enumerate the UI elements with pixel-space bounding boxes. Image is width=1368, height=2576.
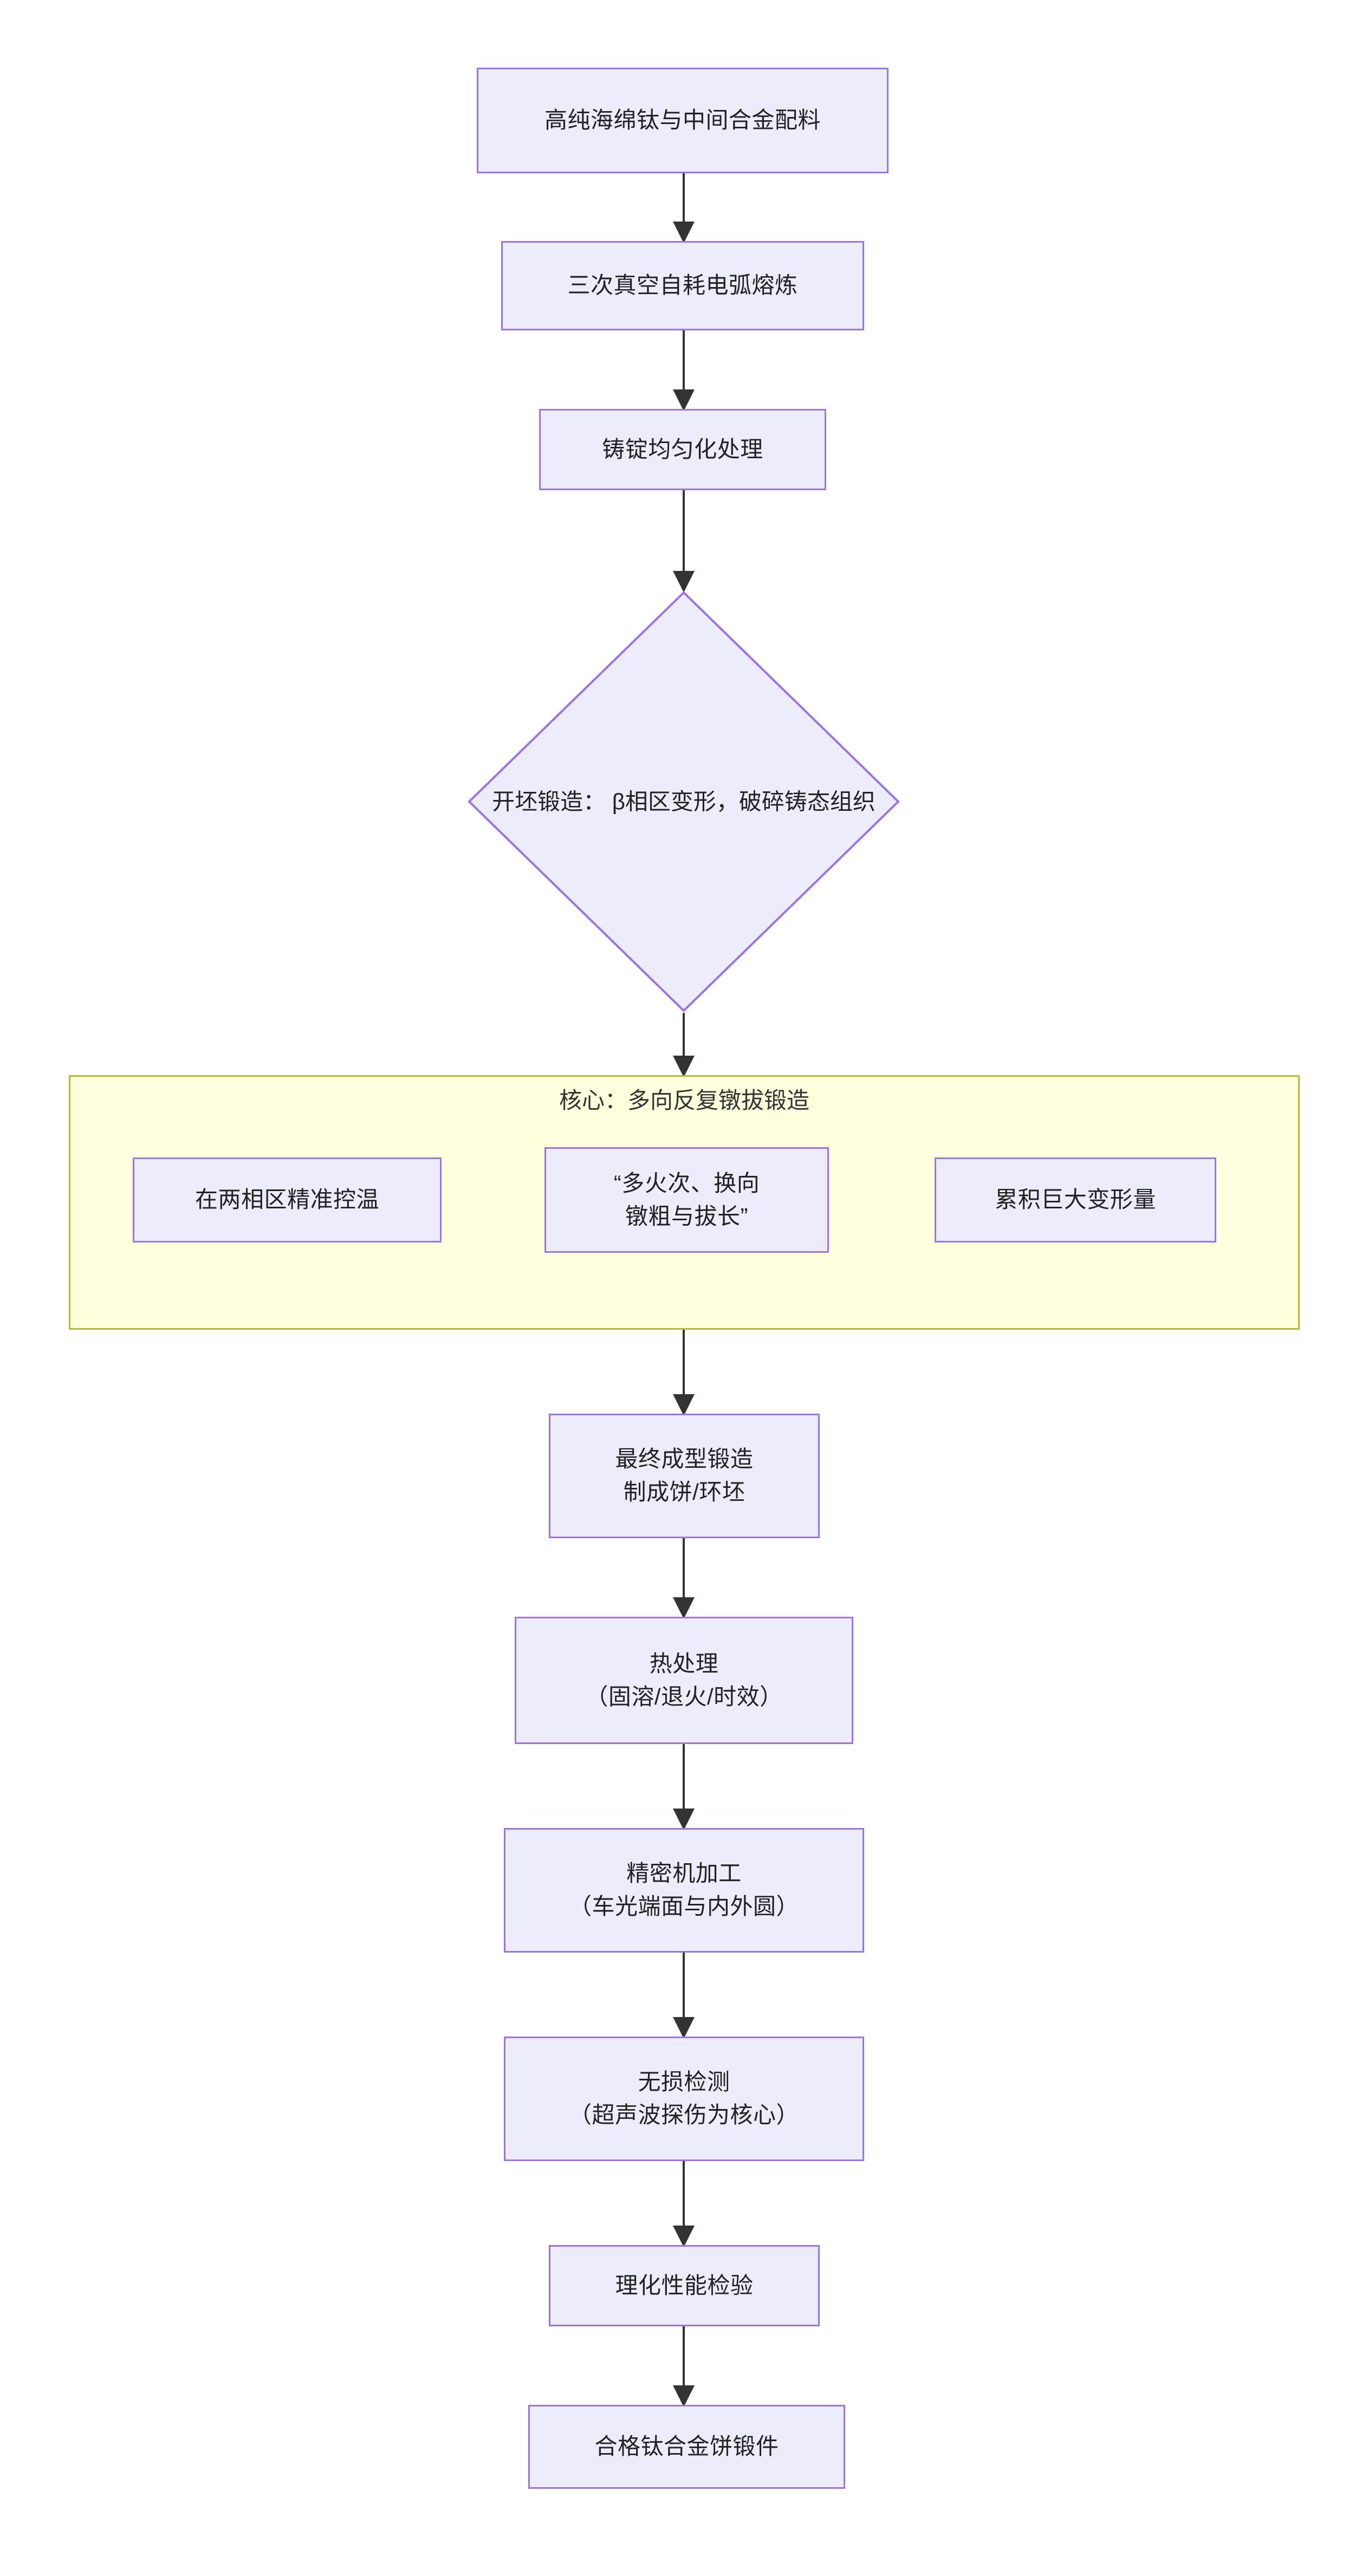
node-label-line: （固溶/退火/时效）	[585, 1683, 783, 1709]
node-label-line: “多火次、换向	[613, 1170, 760, 1196]
node-qualified-forging[interactable]: 合格钛合金饼锻件	[528, 2405, 845, 2489]
node-label-line: 在两相区精准控温	[194, 1187, 379, 1213]
node-label-line: 最终成型锻造	[615, 1446, 754, 1472]
node-label-line: （车光端面与内外圆）	[568, 1894, 799, 1919]
node-label-line: 热处理	[649, 1650, 719, 1676]
node-ingot-homogenization[interactable]: 铸锭均匀化处理	[539, 409, 826, 490]
node-precision-machining[interactable]: 精密机加工 （车光端面与内外圆）	[504, 1828, 864, 1953]
node-label-line: （超声波探伤为核心）	[568, 2102, 799, 2128]
node-ndt-inspection[interactable]: 无损检测 （超声波探伤为核心）	[504, 2037, 864, 2161]
node-multi-heat-upset-draw[interactable]: “多火次、换向 镦粗与拔长”	[544, 1147, 829, 1253]
node-accumulated-deformation[interactable]: 累积巨大变形量	[935, 1157, 1216, 1243]
node-final-forming-forging[interactable]: 最终成型锻造 制成饼/环坯	[549, 1414, 820, 1538]
node-label-line: 高纯海绵钛与中间合金配料	[544, 107, 821, 133]
node-cogging-forging-decision[interactable]: 开坯锻造： β相区变形，破碎铸态组织	[467, 590, 900, 1013]
diamond-shape	[468, 591, 900, 1012]
node-label-line: 精密机加工	[626, 1861, 742, 1887]
node-physicochemical-test[interactable]: 理化性能检验	[549, 2245, 820, 2326]
node-label-line: 镦粗与拔长”	[625, 1203, 748, 1229]
node-heat-treatment[interactable]: 热处理 （固溶/退火/时效）	[515, 1617, 853, 1744]
node-label-line: 铸锭均匀化处理	[602, 436, 763, 462]
node-label-line: 累积巨大变形量	[995, 1187, 1156, 1213]
node-label-line: 合格钛合金饼锻件	[594, 2434, 779, 2460]
node-two-phase-temp-control[interactable]: 在两相区精准控温	[133, 1157, 442, 1243]
node-label-line: 无损检测	[638, 2069, 730, 2095]
node-label-line: 三次真空自耗电弧熔炼	[567, 272, 798, 298]
node-raw-material[interactable]: 高纯海绵钛与中间合金配料	[477, 68, 889, 173]
node-label-line: 制成饼/环坯	[623, 1479, 745, 1505]
node-vacuum-arc-melting[interactable]: 三次真空自耗电弧熔炼	[501, 241, 864, 330]
cluster-title: 核心：多向反复镦拔锻造	[559, 1088, 809, 1113]
node-label-line: 理化性能检验	[615, 2272, 754, 2298]
